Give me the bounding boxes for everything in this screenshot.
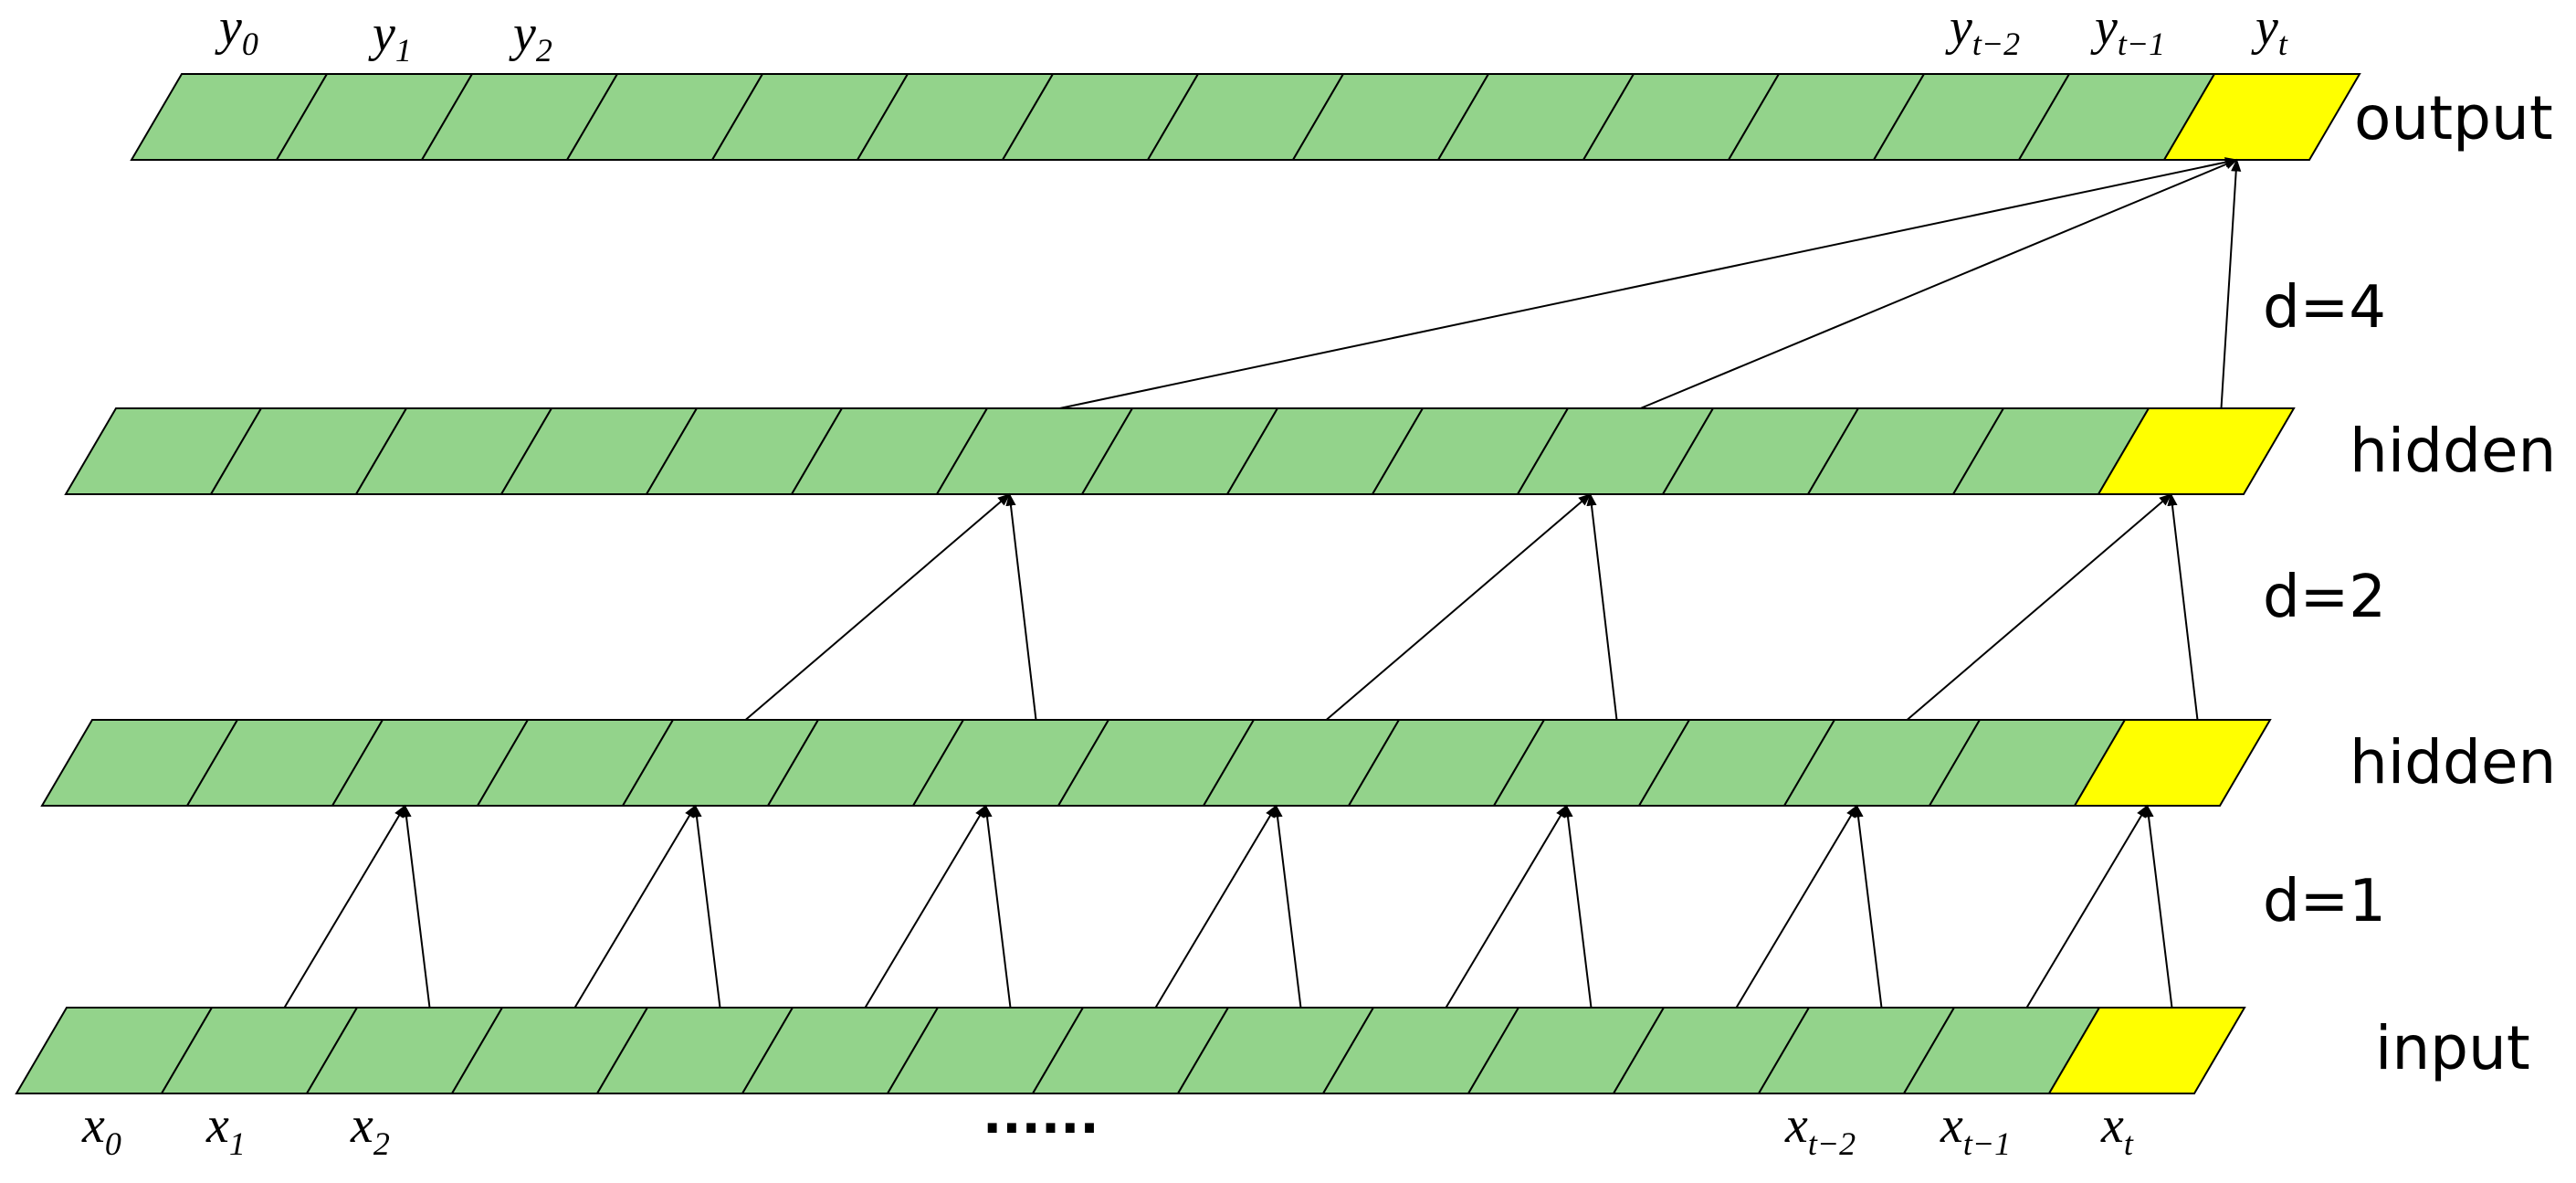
input-cell-current xyxy=(2047,1007,2246,1094)
input-label-xt-1: xt−1 xyxy=(1940,1097,2011,1162)
arrow-d4 xyxy=(1059,157,2238,409)
arrow-d1 xyxy=(1154,804,1277,1009)
hidden-2-cell-current xyxy=(2097,407,2296,495)
arrow-d1 xyxy=(401,804,431,1009)
arrow-d1 xyxy=(864,804,987,1009)
hidden-1-cell-current xyxy=(2073,719,2272,807)
input-ellipsis: ...... xyxy=(983,1086,1099,1146)
arrow-d2 xyxy=(744,493,1011,721)
output-label-y1: y1 xyxy=(368,5,412,69)
arrow-d2 xyxy=(1005,492,1037,721)
arrow-d1 xyxy=(1735,804,1858,1009)
arrow-d1 xyxy=(2025,804,2149,1009)
arrow-d1 xyxy=(283,804,406,1009)
dilation-label-1: d=1 xyxy=(2263,868,2386,935)
arrow-d1 xyxy=(1853,804,1883,1009)
input-label-x1: x1 xyxy=(205,1097,246,1162)
output-label-y0: y0 xyxy=(215,0,258,62)
arrow-d2 xyxy=(1586,492,1618,721)
arrow-d2 xyxy=(1906,493,2172,721)
output-label-yt: yt xyxy=(2251,0,2288,62)
layer-label-output: output xyxy=(2354,83,2553,153)
arrow-d4 xyxy=(1640,159,2238,409)
arrow-d1 xyxy=(1445,804,1568,1009)
arrow-d2 xyxy=(1325,493,1592,721)
layer-label-hidden-1: hidden xyxy=(2350,727,2556,797)
output-cell-current xyxy=(2162,73,2361,161)
arrow-d4 xyxy=(2220,158,2242,409)
arrow-d1 xyxy=(573,804,697,1009)
layer-label-hidden-2: hidden xyxy=(2350,416,2556,486)
input-label-x0: x0 xyxy=(81,1097,121,1162)
arrow-d2 xyxy=(2167,492,2199,721)
input-label-x2: x2 xyxy=(350,1097,390,1162)
layer-label-input: input xyxy=(2375,1013,2530,1083)
layer-rows xyxy=(15,73,2361,1094)
dilation-label-4: d=4 xyxy=(2263,274,2386,342)
arrow-d1 xyxy=(2143,804,2173,1009)
arrow-d1 xyxy=(1562,804,1593,1009)
dilation-label-2: d=2 xyxy=(2263,564,2386,631)
arrow-d1 xyxy=(982,804,1012,1009)
input-label-xt-2: xt−2 xyxy=(1784,1097,1856,1162)
arrow-d1 xyxy=(1272,804,1302,1009)
input-label-xt: xt xyxy=(2100,1097,2134,1162)
output-label-y2: y2 xyxy=(509,5,552,69)
connection-arrows xyxy=(283,157,2242,1009)
arrow-d1 xyxy=(691,804,721,1009)
output-label-yt-1: yt−1 xyxy=(2090,0,2165,62)
output-label-yt-2: yt−2 xyxy=(1945,0,2020,62)
